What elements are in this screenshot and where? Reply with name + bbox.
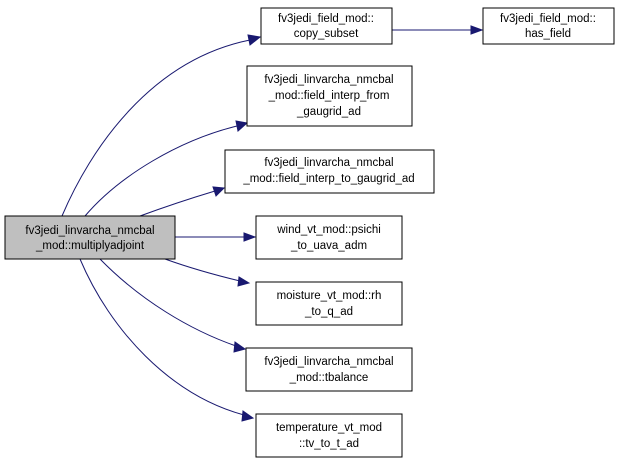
node-multiplyadjoint-line1: fv3jedi_linvarcha_nmcbal [25,225,154,237]
node-has-field-line2: has_field [525,28,571,40]
node-rh-to-q-ad[interactable]: moisture_vt_mod::rh _to_q_ad [255,281,403,326]
edge-root-copy-subset-arrow [247,34,262,46]
node-psichi-line1: wind_vt_mod::psichi [276,224,381,236]
node-rh-to-q-line2: _to_q_ad [304,306,353,318]
node-copy-subset[interactable]: fv3jedi_field_mod:: copy_subset [260,7,393,45]
node-psichi-line2: _to_uava_adm [290,240,367,252]
edge-root-field-interp-from [84,125,238,217]
node-rh-to-q-line1: moisture_vt_mod::rh [277,290,382,302]
node-tv-to-t-ad[interactable]: temperature_vt_mod ::tv_to_t_ad [255,413,403,458]
node-field-interp-from-line2: _mod::field_interp_from [268,90,390,102]
edge-root-psichi-arrow [243,232,257,242]
edge-root-field-interp-from-arrow [235,120,249,132]
node-tbalance-line2: _mod::tbalance [289,372,369,384]
node-tbalance-line1: fv3jedi_linvarcha_nmcbal [264,356,393,368]
edge-root-tbalance-arrow [233,341,247,353]
edge-root-field-interp-to-arrow [212,186,226,197]
node-field-interp-from-line1: fv3jedi_linvarcha_nmcbal [264,74,393,86]
node-multiplyadjoint-line2: _mod::multiplyadjoint [35,240,145,252]
node-field-interp-to-line2: _mod::field_interp_to_gaugrid_ad [242,173,414,185]
node-field-interp-to-line1: fv3jedi_linvarcha_nmcbal [264,157,393,169]
edges [61,25,484,422]
edge-root-rh-to-q [164,258,241,282]
node-has-field[interactable]: fv3jedi_field_mod:: has_field [482,7,615,45]
node-tbalance[interactable]: fv3jedi_linvarcha_nmcbal _mod::tbalance [245,347,413,392]
node-field-interp-from-gaugrid-ad[interactable]: fv3jedi_linvarcha_nmcbal _mod::field_int… [246,65,413,127]
node-field-interp-from-line3: _gaugrid_ad [296,106,361,118]
edge-root-tv-to-t-arrow [241,410,255,422]
edge-root-field-interp-to [139,190,216,217]
edge-copy-subset-has-field-arrow [470,25,484,35]
edge-root-rh-to-q-arrow [237,276,251,287]
node-multiplyadjoint[interactable]: fv3jedi_linvarcha_nmcbal _mod::multiplya… [4,215,176,260]
node-psichi-to-uava-adm[interactable]: wind_vt_mod::psichi _to_uava_adm [255,215,403,260]
edge-root-tbalance [99,258,237,347]
node-copy-subset-line2: copy_subset [294,28,359,40]
node-tv-to-t-line1: temperature_vt_mod [276,422,382,434]
edge-root-tv-to-t [79,258,245,416]
node-copy-subset-line1: fv3jedi_field_mod:: [278,13,374,25]
node-tv-to-t-line2: ::tv_to_t_ad [299,438,359,450]
node-field-interp-to-gaugrid-ad[interactable]: fv3jedi_linvarcha_nmcbal _mod::field_int… [224,149,435,194]
edge-root-copy-subset [61,39,251,217]
node-has-field-line1: fv3jedi_field_mod:: [500,13,596,25]
